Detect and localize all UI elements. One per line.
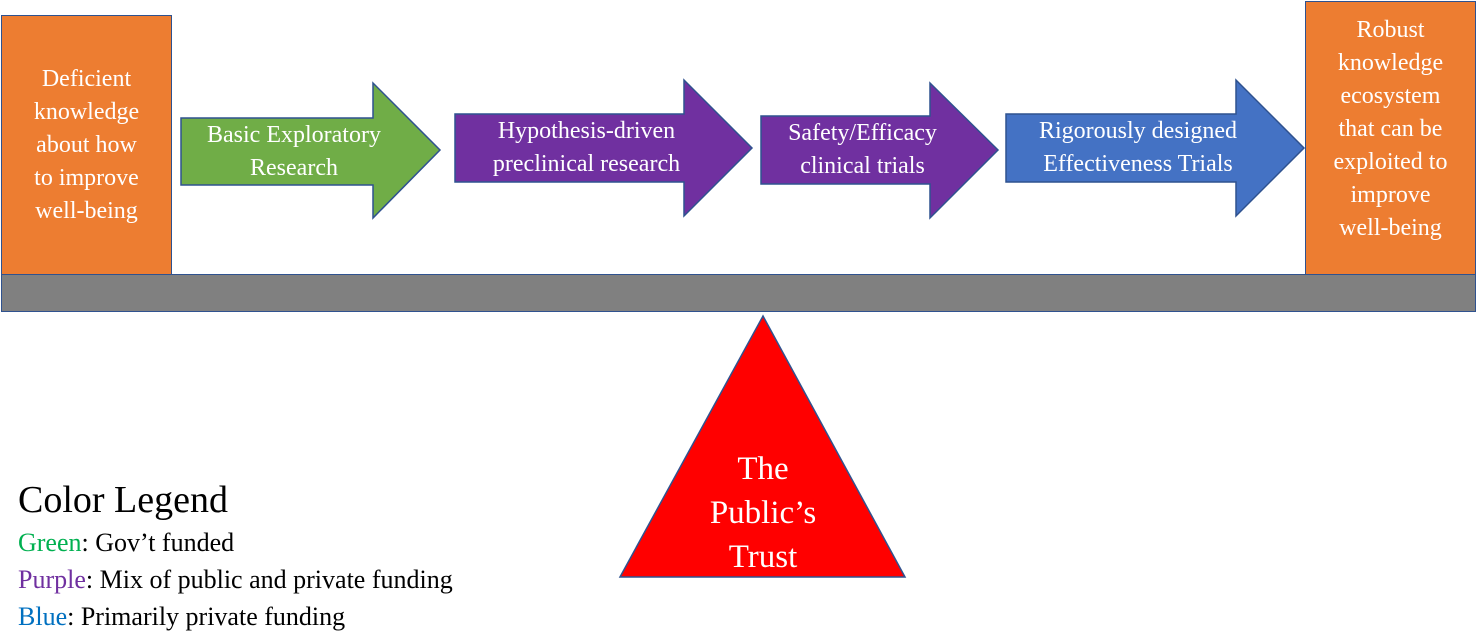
end-line: that can be: [1338, 116, 1443, 142]
legend-item-purple: Purple: Mix of public and private fundin…: [18, 561, 453, 598]
legend-title: Color Legend: [18, 479, 229, 521]
balance-beam: [1, 274, 1476, 312]
fulcrum-label-line: Public’s: [709, 495, 817, 531]
start-line: well-being: [35, 198, 138, 224]
fulcrum-label-line: The: [737, 451, 789, 487]
stage-arrow-clinical-trials: [760, 81, 1000, 220]
stage-arrow-effectiveness-trials: [1005, 78, 1306, 218]
start-state-box: Deficient knowledge about how to improve…: [1, 15, 172, 276]
end-state-box: Robust knowledge ecosystem that can be e…: [1305, 1, 1476, 276]
color-legend: Color Legend Green: Gov’t funded Purple:…: [18, 476, 453, 635]
fulcrum-triangle: [618, 314, 907, 578]
stage-label-line: Basic Exploratory: [207, 121, 381, 148]
stage-arrow-preclinical: [454, 78, 754, 218]
stage-label-effectiveness-trials: Rigorously designed Effectiveness Trials: [1006, 114, 1270, 182]
start-line: knowledge: [33, 99, 140, 125]
end-state-text: Robust knowledge ecosystem that can be e…: [1334, 14, 1448, 245]
legend-text: : Primarily private funding: [67, 602, 346, 631]
stage-label-line: Hypothesis-driven: [497, 118, 676, 144]
legend-key: Blue: [18, 602, 68, 631]
start-line: to improve: [34, 165, 139, 191]
start-state-text: Deficient knowledge about how to improve…: [34, 63, 139, 228]
legend-item-blue: Blue: Primarily private funding: [18, 598, 453, 635]
end-line: Robust: [1356, 17, 1425, 43]
end-line: well-being: [1339, 215, 1442, 241]
stage-label-line: Safety/Efficacy: [788, 120, 937, 146]
end-line: exploited to: [1333, 149, 1448, 175]
start-line: about how: [36, 132, 137, 158]
legend-text: : Mix of public and private funding: [85, 565, 453, 594]
stage-label-line: preclinical research: [492, 151, 681, 177]
fulcrum-label-line: Trust: [728, 539, 798, 575]
end-line: knowledge: [1337, 50, 1444, 76]
legend-item-green: Green: Gov’t funded: [18, 524, 453, 561]
fulcrum-label: The Public’s Trust: [663, 447, 863, 579]
stage-label-basic-research: Basic Exploratory Research: [181, 118, 407, 185]
stage-label-line: Effectiveness Trials: [1043, 151, 1233, 177]
legend-key: Green: [18, 528, 82, 557]
stage-label-preclinical: Hypothesis-driven preclinical research: [455, 114, 718, 182]
end-line: ecosystem: [1340, 83, 1441, 109]
stage-label-clinical-trials: Safety/Efficacy clinical trials: [761, 116, 964, 184]
legend-key: Purple: [18, 565, 86, 594]
stage-label-line: clinical trials: [800, 153, 925, 179]
stage-arrow-basic-research: [180, 81, 442, 220]
stage-label-line: Rigorously designed: [1039, 118, 1237, 144]
stage-label-line: Research: [250, 154, 338, 181]
start-line: Deficient: [41, 66, 132, 92]
legend-text: : Gov’t funded: [81, 528, 235, 557]
end-line: improve: [1350, 182, 1431, 208]
